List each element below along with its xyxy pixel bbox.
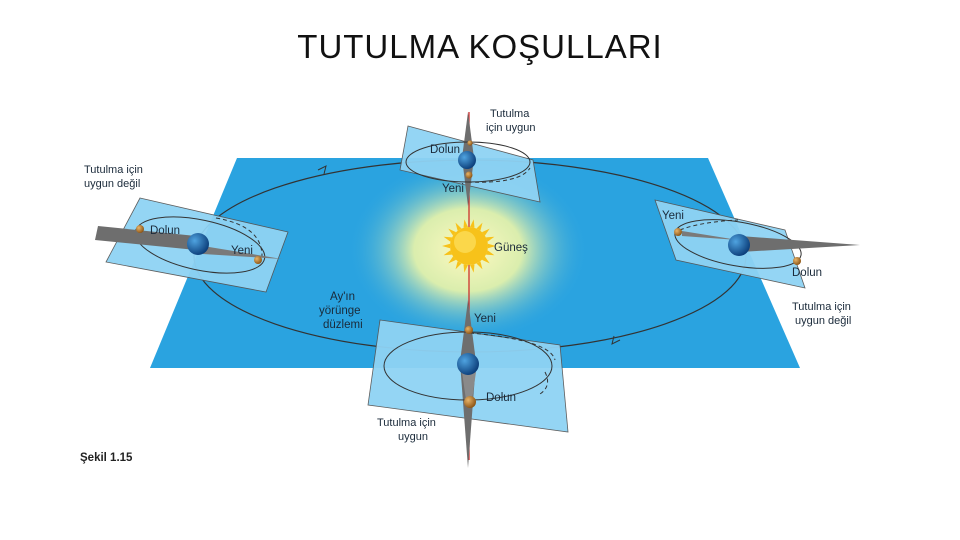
bottom-moon-full xyxy=(464,396,476,408)
left-moon-full xyxy=(136,225,144,233)
orbit-arrow-bottom xyxy=(611,335,621,345)
left-yeni-label: Yeni xyxy=(231,245,253,257)
sun-ray xyxy=(470,264,475,273)
orbit-arrow-top xyxy=(317,165,327,175)
sun-ray xyxy=(442,243,451,249)
sun-ray xyxy=(448,256,456,264)
sun-ray xyxy=(482,256,490,264)
sun-ray xyxy=(443,250,453,256)
sun-ray xyxy=(487,243,496,249)
sun-label: Güneş xyxy=(494,242,528,254)
top-dolun-label: Dolun xyxy=(430,144,460,156)
bottom-caption-line2: uygun xyxy=(398,431,428,443)
right-caption-line2: uygun değil xyxy=(795,315,851,327)
sun-ray xyxy=(463,264,468,273)
figure-caption: Şekil 1.15 xyxy=(80,452,133,464)
orbit-plane-label-line3: düzlemi xyxy=(323,319,363,331)
sun-ray xyxy=(470,219,475,228)
bottom-unit: Yeni Dolun Tutulma için uygun xyxy=(367,300,569,468)
right-yeni-label: Yeni xyxy=(662,210,684,222)
right-dolun-label: Dolun xyxy=(792,267,822,279)
right-unit: Yeni Dolun Tutulma için uygun değil xyxy=(654,199,860,327)
sun-ray xyxy=(455,222,462,231)
orbit-plane-label-line1: Ay'ın xyxy=(330,291,355,303)
slide-title: TUTULMA KOŞULLARI xyxy=(297,28,663,65)
top-earth xyxy=(458,151,476,169)
sun-ray xyxy=(455,261,462,270)
sun-ray xyxy=(443,236,453,242)
sun-rays xyxy=(442,219,496,273)
sun-ray xyxy=(485,250,495,256)
bottom-dolun-label: Dolun xyxy=(486,392,516,404)
bottom-moon-new xyxy=(465,326,473,334)
bottom-yeni-label: Yeni xyxy=(474,313,496,325)
sun-ray xyxy=(482,228,490,236)
left-moon-new xyxy=(254,256,262,264)
top-moon-new xyxy=(465,171,473,179)
right-moon-full xyxy=(793,257,801,265)
sun-ray xyxy=(463,219,468,228)
left-caption-line1: Tutulma için xyxy=(84,164,143,176)
top-yeni-label: Yeni xyxy=(442,183,464,195)
sun: Güneş xyxy=(442,219,528,273)
left-dolun-label: Dolun xyxy=(150,225,180,237)
sun-ray xyxy=(476,222,483,231)
right-earth xyxy=(728,234,750,256)
sun-ray xyxy=(476,261,483,270)
top-caption-line1: Tutulma xyxy=(490,108,530,120)
sun-ray xyxy=(448,228,456,236)
top-moon-full xyxy=(467,140,473,146)
top-unit: Dolun Yeni Tutulma için uygun xyxy=(399,108,541,206)
bottom-earth xyxy=(457,353,479,375)
left-caption-line2: uygun değil xyxy=(84,178,140,190)
right-moon-new xyxy=(674,228,682,236)
top-caption-line2: için uygun xyxy=(486,122,536,134)
orbit-plane-label-line2: yörünge xyxy=(319,305,361,317)
right-caption-line1: Tutulma için xyxy=(792,301,851,313)
bottom-caption-line1: Tutulma için xyxy=(377,417,436,429)
left-unit: Dolun Yeni Tutulma için uygun değil xyxy=(84,164,289,293)
sun-ray xyxy=(485,236,495,242)
left-earth xyxy=(187,233,209,255)
